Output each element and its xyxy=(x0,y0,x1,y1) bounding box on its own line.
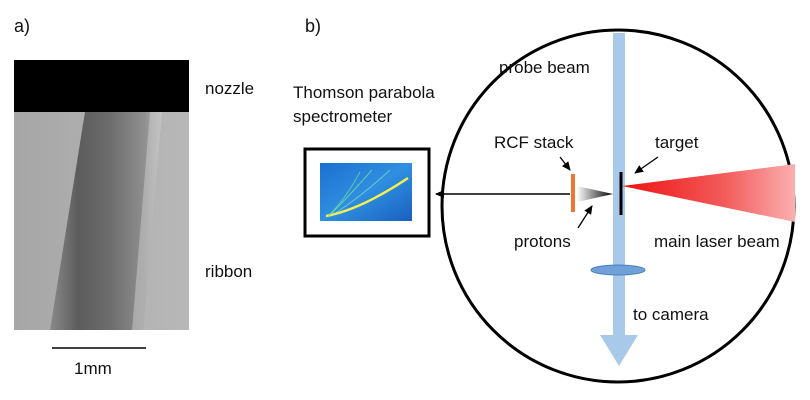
nozzle-label: nozzle xyxy=(205,79,254,98)
ion-trace-2 xyxy=(327,171,361,217)
main-laser-beam-label: main laser beam xyxy=(654,232,780,251)
protons-label: protons xyxy=(514,232,571,251)
target-label: target xyxy=(655,133,699,152)
proton-parabola-trace xyxy=(325,176,409,218)
spectrometer-label-line2: spectrometer xyxy=(293,107,393,126)
spectrometer-label-line1: Thomson parabola xyxy=(293,83,435,102)
ion-trace-1 xyxy=(329,169,373,216)
panel-b-letter: b) xyxy=(305,16,321,36)
ribbon-edge-highlight xyxy=(132,112,162,330)
nozzle xyxy=(14,60,189,112)
ribbon-photo xyxy=(14,60,189,330)
scale-bar-label: 1mm xyxy=(74,359,112,378)
target-pointer xyxy=(634,156,659,174)
ribbon-label: ribbon xyxy=(205,262,252,281)
panel-a-letter: a) xyxy=(14,16,30,36)
probe-beam xyxy=(613,33,625,338)
liquid-ribbon xyxy=(50,112,162,330)
spectrometer-box xyxy=(303,147,431,238)
rcf-stack-pointer xyxy=(559,156,571,171)
main-laser-beam xyxy=(622,164,795,222)
ion-trace-3 xyxy=(333,169,391,215)
imaging-lens xyxy=(590,264,646,276)
rcf-stack-label: RCF stack xyxy=(494,133,574,152)
to-camera-label: to camera xyxy=(633,305,709,324)
spectrometer-trace-image xyxy=(320,163,412,221)
probe-beam-arrowhead xyxy=(600,335,638,366)
protons-pointer xyxy=(577,205,593,229)
proton-cone xyxy=(577,186,613,202)
probe-beam-label: probe beam xyxy=(499,58,590,77)
